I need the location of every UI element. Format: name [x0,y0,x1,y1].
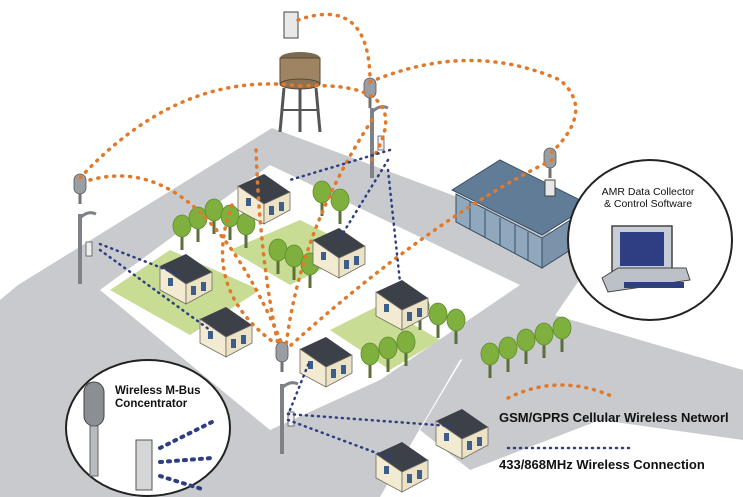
concentrator-label: Wireless M-Bus Concentrator [115,385,201,411]
inner-block [100,165,520,430]
rf-links [98,148,452,460]
concentrator-label-line2: Concentrator [115,398,188,410]
amr-label-line2: & Control Software [603,198,693,210]
water-tower [278,11,322,133]
amr-inset [567,159,733,321]
concentrator-label-line1: Wireless M-Bus [115,385,201,397]
amr-label: AMR Data Collector & Control Software [594,186,702,210]
street-pole [368,105,390,180]
amr-label-line1: AMR Data Collector [601,186,695,198]
legend-gsm-swatch [506,383,618,400]
legend-gsm-label: GSM/GPRS Cellular Wireless Networl [499,410,729,425]
concentrator-inset [65,359,231,497]
gsm-links [78,12,578,348]
legend-rf-label: 433/868MHz Wireless Connection [499,457,705,472]
